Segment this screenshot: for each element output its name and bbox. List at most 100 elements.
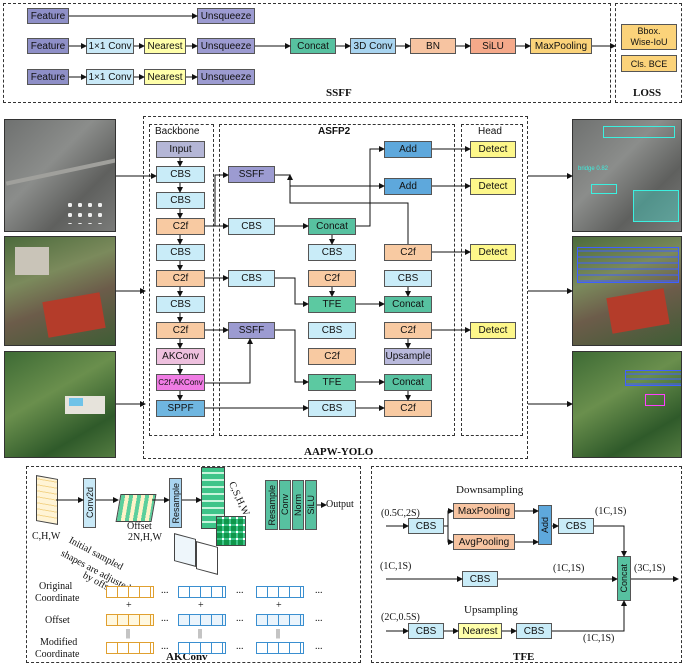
ellipsis-3b: ...: [236, 641, 244, 652]
neck-c2f-1: C2f: [308, 270, 356, 287]
output-image-airport: bridge 0.82: [572, 119, 682, 232]
coord-offset-1: [106, 614, 154, 626]
akconv-panel: [26, 466, 361, 663]
ssff-conv1x1-3: 1×1 Conv: [86, 69, 134, 85]
tfe-panel: [371, 466, 682, 663]
neck-cbs-4: CBS: [384, 270, 432, 287]
asfp2-panel: [219, 124, 455, 436]
akconv-input-dims: C,H,W: [32, 531, 61, 542]
input-image-town: [4, 236, 116, 346]
ellipsis-2c: ...: [315, 613, 323, 624]
neck-concat-1: Concat: [308, 218, 356, 235]
akconv-row-offset: Offset: [45, 615, 70, 626]
tfe-cbs-mid: CBS: [462, 571, 498, 587]
output-image-park: [572, 351, 682, 458]
aapw-panel: [143, 116, 528, 459]
ssff-maxpooling: MaxPooling: [530, 38, 592, 54]
equals-3: ||: [276, 628, 281, 639]
loss-bbox-line1: Bbox.: [637, 26, 661, 36]
plus-2: +: [198, 600, 204, 611]
ssff-panel: [3, 3, 611, 103]
head-detect-2: Detect: [470, 178, 516, 195]
neck-c2f-4: C2f: [384, 322, 432, 339]
akconv-title: AKConv: [166, 651, 208, 663]
neck-add-1: Add: [384, 141, 432, 158]
akconv-row-modified-1: Modified: [40, 637, 78, 648]
ssff-feature-3: Feature: [27, 69, 69, 85]
tfe-out-small: (1C,1S): [583, 633, 615, 644]
tfe-cbs-up: CBS: [408, 623, 444, 639]
equals-2: ||: [198, 628, 203, 639]
tfe-nearest: Nearest: [458, 623, 502, 639]
neck-c2f-3: C2f: [384, 244, 432, 261]
coord-original-3: [256, 586, 304, 598]
akconv-offset-dims: 2N,H,W: [128, 532, 162, 543]
ssff-title: SSFF: [326, 87, 352, 99]
ellipsis-1b: ...: [236, 585, 244, 596]
akconv-resample-1: Resample: [169, 478, 182, 528]
akconv-norm: Norm: [292, 480, 304, 530]
ssff-feature-2: Feature: [27, 38, 69, 54]
akconv-row-original-2: Coordinate: [35, 593, 80, 604]
akconv-conv2d: Conv2d: [83, 478, 96, 528]
neck-add-2: Add: [384, 178, 432, 195]
ellipsis-2b: ...: [236, 613, 244, 624]
loss-bbox-line2: Wise-IoU: [630, 37, 668, 47]
coord-modified-1: [106, 642, 154, 654]
detection-label: bridge 0.82: [578, 166, 609, 172]
coord-modified-3: [256, 642, 304, 654]
ellipsis-1c: ...: [315, 585, 323, 596]
backbone-title: Backbone: [155, 126, 200, 137]
ssff-feature-1: Feature: [27, 8, 69, 24]
coord-original-2: [178, 586, 226, 598]
coord-modified-2: [178, 642, 226, 654]
equals-1: ||: [126, 628, 131, 639]
output-image-town: [572, 236, 682, 346]
backbone-input: Input: [156, 141, 205, 158]
tfe-cbs-up-2: CBS: [516, 623, 552, 639]
tfe-title: TFE: [513, 651, 535, 663]
head-title: Head: [478, 126, 502, 137]
ellipsis-3a: ...: [161, 641, 169, 652]
tfe-in-small: (2C,0.5S): [381, 612, 420, 623]
tfe-upsampling: Upsampling: [464, 604, 518, 616]
ssff-conv3d: 3D Conv: [350, 38, 396, 54]
ellipsis-1a: ...: [161, 585, 169, 596]
tfe-in-large: (0.5C,2S): [381, 508, 420, 519]
akconv-silu: SiLU: [305, 480, 317, 530]
asfp2-title: ASFP2: [318, 126, 351, 137]
head-panel: [461, 124, 523, 436]
tfe-in-mid: (1C,1S): [380, 561, 412, 572]
input-image-park: [4, 351, 116, 458]
neck-cbs-2: CBS: [308, 322, 356, 339]
loss-title: LOSS: [633, 87, 662, 99]
backbone-panel: [149, 124, 214, 436]
head-detect-4: Detect: [470, 322, 516, 339]
akconv-offset-label: Offset: [127, 521, 152, 532]
ellipsis-2a: ...: [161, 613, 169, 624]
tfe-add: Add: [538, 505, 552, 545]
neck-c2f-2: C2f: [308, 348, 356, 365]
akconv-row-original-1: Original: [39, 581, 73, 592]
tfe-maxpooling: MaxPooling: [453, 503, 515, 519]
akconv-resample-2: Resample: [265, 480, 278, 530]
input-image-airport: [4, 119, 116, 232]
coord-offset-2: [178, 614, 226, 626]
tfe-out-mid: (1C,1S): [553, 563, 585, 574]
loss-panel: [615, 3, 682, 103]
coord-offset-3: [256, 614, 304, 626]
tfe-out-large: (1C,1S): [595, 506, 627, 517]
plus-3: +: [276, 600, 282, 611]
ellipsis-3c: ...: [315, 641, 323, 652]
loss-cls: Cls. BCE: [621, 55, 677, 72]
head-detect-3: Detect: [470, 244, 516, 261]
tfe-downsampling: Downsampling: [456, 484, 524, 496]
akconv-conv: Conv: [279, 480, 291, 530]
tfe-out-concat: (3C,1S): [634, 563, 666, 574]
akconv-output: Output: [326, 499, 354, 510]
akconv-kernel-grid: [216, 516, 246, 546]
akconv-row-modified-2: Coordinate: [35, 649, 80, 660]
coord-original-1: [106, 586, 154, 598]
plus-1: +: [126, 600, 132, 611]
